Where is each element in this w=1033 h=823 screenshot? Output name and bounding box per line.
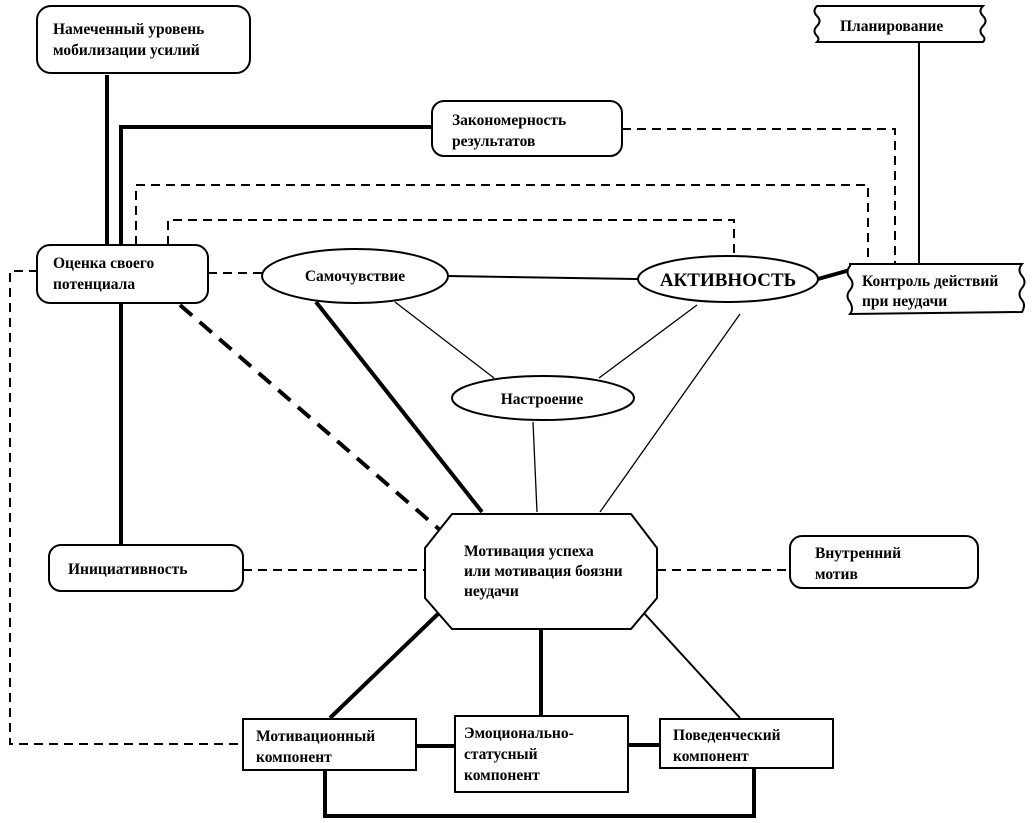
- node-label: Мотивация успеха: [464, 543, 594, 560]
- edges: [9, 42, 920, 818]
- node-label: компонент: [464, 767, 540, 784]
- node-failure-control[interactable]: Контроль действий при неудачи: [846, 263, 1026, 316]
- edge-regularity-self-assessment: [119, 125, 432, 245]
- edge-activity-mood: [598, 304, 698, 379]
- node-initiative[interactable]: Инициативность: [48, 544, 244, 592]
- node-label: мобилизации усилий: [53, 42, 200, 59]
- node-wellbeing[interactable]: Самочувствие: [261, 248, 449, 304]
- node-label: компонент: [256, 749, 332, 766]
- edge-self-assessment-motivation: [178, 303, 442, 532]
- edge-wellbeing-activity: [446, 275, 639, 280]
- edge-activity-failure-control: [817, 268, 851, 281]
- node-label: Самочувствие: [305, 268, 405, 285]
- edge-wellbeing-motivation: [314, 300, 484, 514]
- edge-motivation-behavioral-component: [642, 611, 741, 719]
- node-label: результатов: [452, 133, 535, 150]
- edge-mood-motivation: [532, 421, 538, 513]
- node-label: Планирование: [840, 18, 943, 35]
- edge-activity-motivation: [599, 313, 741, 513]
- node-label: АКТИВНОСТЬ: [660, 270, 796, 291]
- node-planning[interactable]: Планирование: [813, 5, 987, 43]
- node-motivational-component[interactable]: Мотивационный компонент: [242, 718, 417, 771]
- node-motivation[interactable]: Мотивация успеха или мотивация боязни не…: [424, 513, 658, 630]
- node-label: потенциала: [53, 276, 135, 293]
- node-label: Контроль действий: [862, 273, 998, 290]
- node-label: Мотивационный: [256, 728, 375, 745]
- node-label: Внутренний: [815, 545, 901, 562]
- node-behavioral-component[interactable]: Поведенческий компонент: [659, 718, 834, 769]
- edge-motivation-motivational-component: [328, 610, 442, 720]
- node-inner-motive[interactable]: Внутренний мотив: [789, 535, 979, 589]
- node-label: при неудачи: [862, 293, 947, 310]
- edge-self-assessment-activity: [167, 219, 735, 256]
- edge-motivational-behavioral: [323, 768, 756, 818]
- edge-wellbeing-mood: [394, 301, 495, 379]
- node-label: Эмоционально-: [464, 725, 574, 742]
- node-label: Закономерность: [452, 112, 566, 129]
- node-label: Поведенческий: [673, 727, 781, 744]
- edge-self-assessment-failure-control: [135, 184, 869, 263]
- edge-regularity-failure-control: [622, 128, 896, 263]
- node-label: статусный: [464, 746, 538, 763]
- node-label: Намеченный уровень: [53, 21, 204, 38]
- node-label: Оценка своего: [53, 255, 155, 272]
- node-label: Настроение: [501, 391, 584, 408]
- node-emotional-component[interactable]: Эмоционально- статусный компонент: [454, 715, 629, 793]
- edge-self-assessment-motivational-component: [9, 270, 243, 745]
- node-regularity[interactable]: Закономерность результатов: [431, 100, 623, 157]
- node-label: мотив: [815, 566, 858, 583]
- node-mobilization[interactable]: Намеченный уровень мобилизации усилий: [36, 5, 251, 74]
- node-label: компонент: [673, 748, 749, 765]
- node-activity[interactable]: АКТИВНОСТЬ: [637, 255, 819, 303]
- node-label: или мотивация боязни: [464, 563, 623, 580]
- node-self-assessment[interactable]: Оценка своего потенциала: [36, 244, 209, 304]
- node-mood[interactable]: Настроение: [451, 375, 635, 421]
- node-label: Инициативность: [68, 561, 187, 578]
- node-label: неудачи: [464, 583, 519, 600]
